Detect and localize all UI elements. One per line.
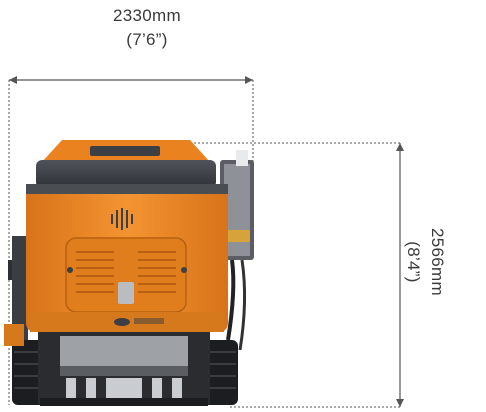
top-hood bbox=[36, 140, 216, 188]
width-dimension-label: 2330mm (7’6”) bbox=[82, 4, 212, 52]
lock-handle-icon bbox=[118, 282, 134, 304]
width-metric-text: 2330mm bbox=[113, 6, 181, 25]
width-arrow-left-icon bbox=[9, 76, 17, 84]
right-side-tank bbox=[220, 150, 254, 351]
height-dimension-lines bbox=[190, 142, 404, 408]
width-dimension-lines bbox=[8, 76, 254, 405]
height-arrow-bottom-icon bbox=[396, 399, 404, 407]
width-imperial-text: (7’6”) bbox=[126, 30, 168, 49]
height-arrow-top-icon bbox=[396, 143, 404, 151]
left-side-gear bbox=[4, 236, 28, 346]
width-arrow-right-icon bbox=[245, 76, 253, 84]
main-body bbox=[26, 184, 228, 332]
lower-chassis bbox=[38, 330, 210, 406]
vent-icon bbox=[111, 208, 133, 230]
logo-icon bbox=[114, 318, 130, 326]
